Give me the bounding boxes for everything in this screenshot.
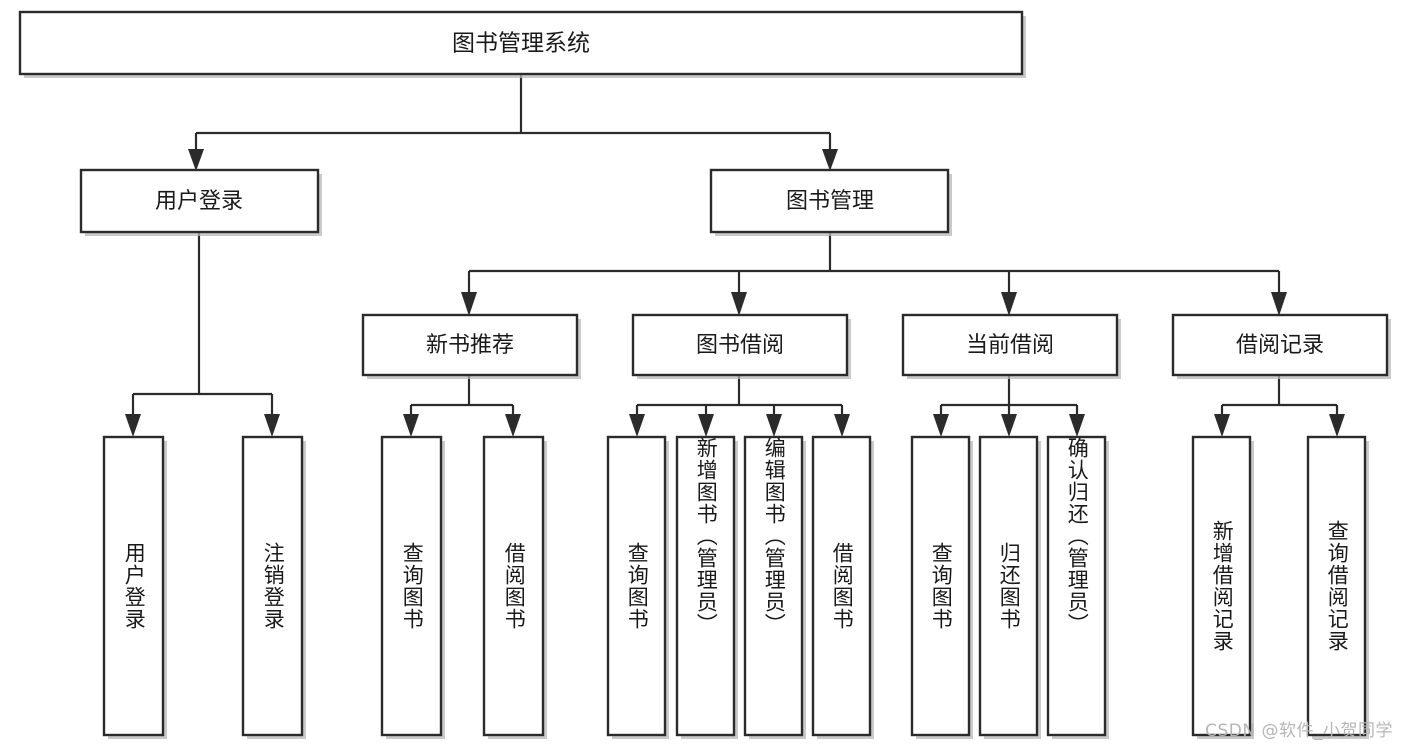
edge-group	[125, 74, 1345, 437]
arrow-bb-l2	[698, 414, 714, 437]
arrow-nb-l2	[505, 414, 521, 437]
node-borrow-record-label: 借阅记录	[1236, 333, 1324, 358]
arrow-nb-l1	[403, 414, 419, 437]
arrow-bm-c1	[461, 292, 477, 316]
arrow-cb-l1	[933, 414, 949, 437]
node-user-login-label: 用户登录	[155, 189, 243, 214]
arrow-cb-l3	[1069, 414, 1085, 437]
node-leaf-bookborrow-borrow[interactable]	[811, 435, 872, 737]
arrow-bb-l1	[629, 414, 645, 437]
node-leaf-newbook-query[interactable]	[380, 435, 443, 737]
node-root-label: 图书管理系统	[452, 31, 590, 57]
arrow-bb-l4	[834, 414, 850, 437]
node-book-borrow[interactable]	[631, 313, 849, 377]
node-leaf-user-login-login[interactable]	[102, 435, 165, 737]
arrow-cb-l2	[1001, 414, 1017, 437]
arrow-to-user-login	[188, 149, 204, 171]
node-new-book-recommend-label: 新书推荐	[426, 333, 514, 358]
node-leaf-user-login-logout[interactable]	[241, 435, 304, 737]
node-current-borrow-label: 当前借阅	[966, 333, 1054, 358]
arrow-ul-l2	[264, 414, 280, 437]
watermark-text: CSDN @软件_小贺同学	[1205, 721, 1393, 741]
node-borrow-record[interactable]	[1171, 313, 1389, 377]
node-leaf-borrowrecord-query[interactable]	[1306, 435, 1367, 737]
arrow-br-l1	[1214, 414, 1230, 437]
arrow-br-l2	[1329, 414, 1345, 437]
arrow-bm-c2	[731, 292, 747, 316]
node-leaf-bookborrow-edit[interactable]	[743, 435, 804, 737]
node-user-login[interactable]	[79, 168, 320, 234]
node-group: 图书管理系统 用户登录 图书管理 新书推荐 图书借阅 当前借阅 借阅记录	[18, 10, 1389, 737]
arrow-bm-c4	[1271, 292, 1287, 316]
node-book-borrow-label: 图书借阅	[696, 333, 784, 358]
node-leaf-bookborrow-query[interactable]	[606, 435, 667, 737]
node-new-book-recommend[interactable]	[361, 313, 579, 377]
node-leaf-bookborrow-add[interactable]	[675, 435, 736, 737]
node-book-management[interactable]	[709, 168, 950, 234]
arrow-bm-c3	[1001, 292, 1017, 316]
node-leaf-currentborrow-query[interactable]	[910, 435, 971, 737]
arrow-to-book-mgmt	[822, 149, 838, 171]
node-leaf-currentborrow-return[interactable]	[978, 435, 1039, 737]
node-leaf-borrowrecord-add[interactable]	[1191, 435, 1252, 737]
node-book-management-label: 图书管理	[786, 189, 874, 214]
node-root-book-management-system[interactable]	[18, 10, 1024, 76]
arrow-ul-l1	[125, 414, 141, 437]
node-current-borrow[interactable]	[901, 313, 1119, 377]
node-leaf-currentborrow-confirm[interactable]	[1046, 435, 1107, 737]
arrow-bb-l3	[766, 414, 782, 437]
node-leaf-newbook-borrow[interactable]	[482, 435, 545, 737]
